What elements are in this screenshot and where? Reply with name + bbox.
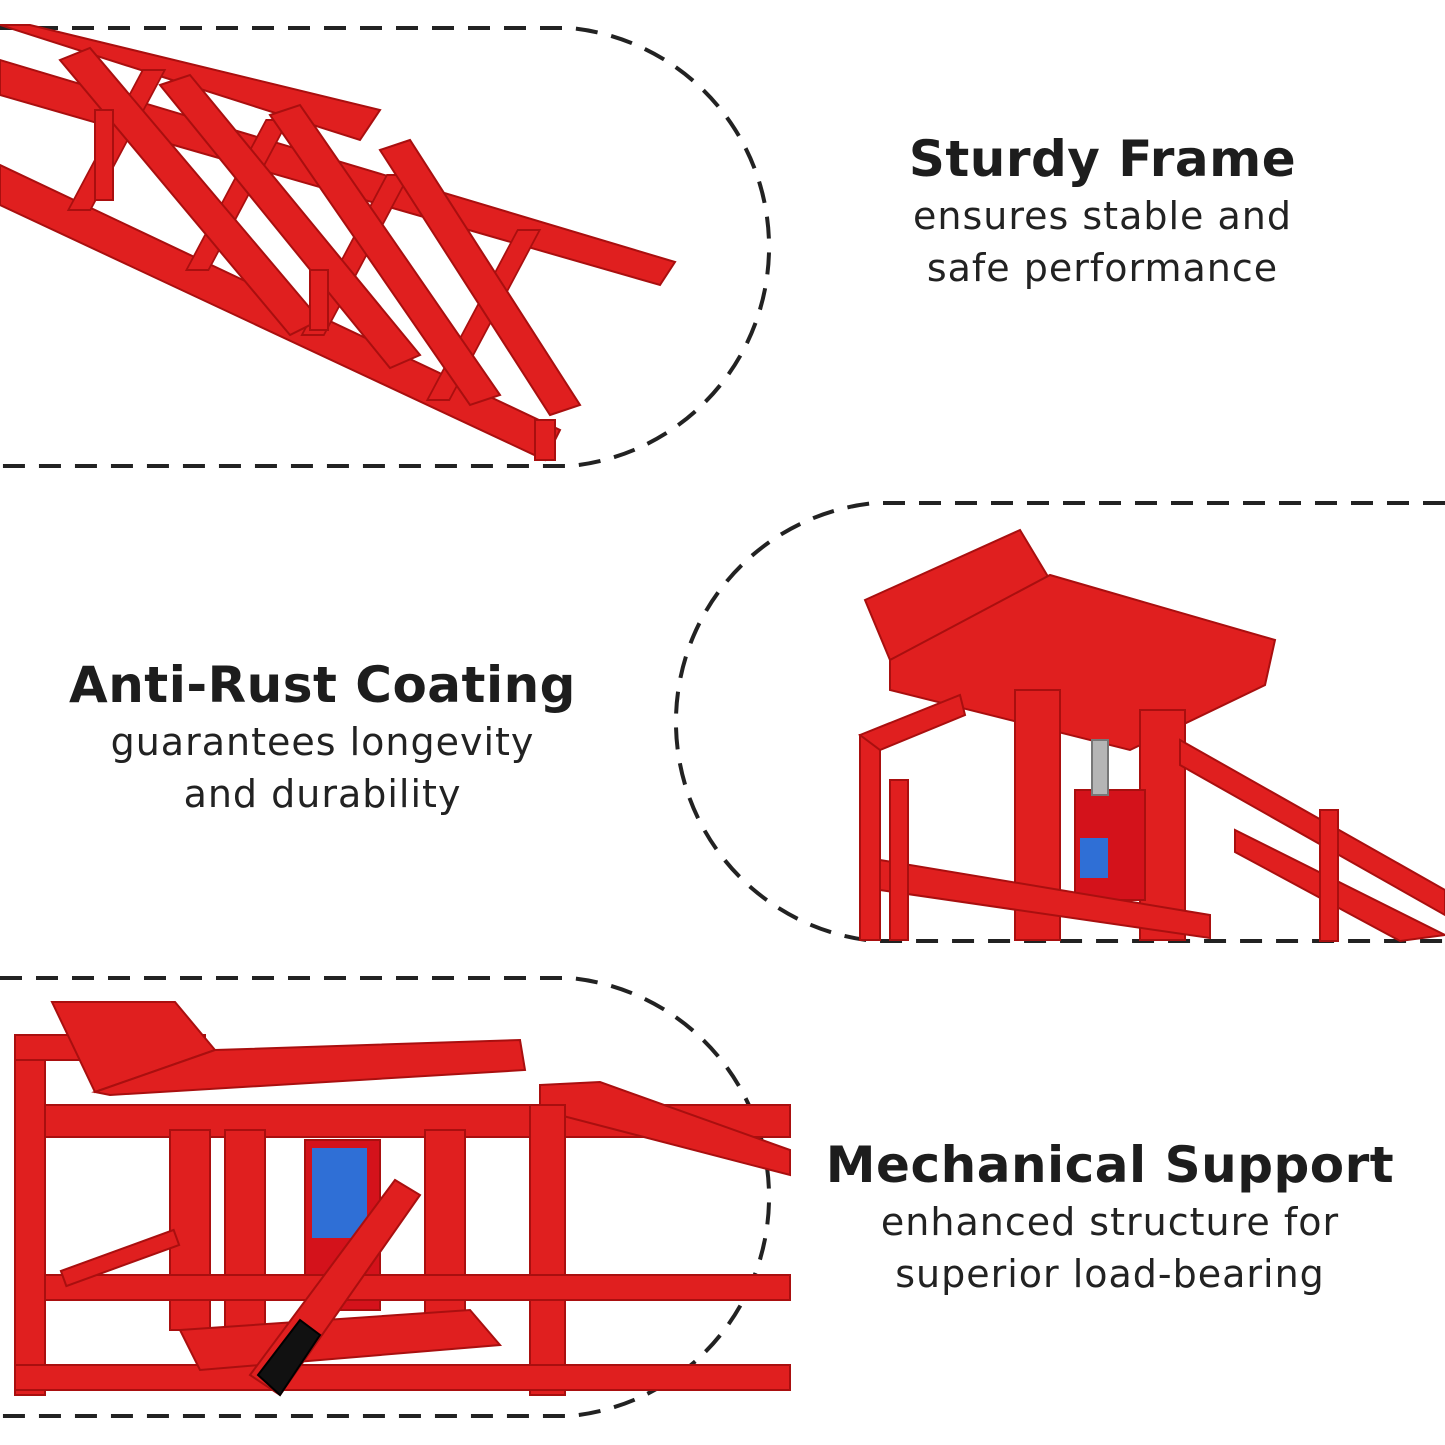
feature-title: Anti-Rust Coating (69, 656, 576, 714)
feature-description-line: ensures stable and (913, 194, 1292, 238)
feature-sturdy-frame: Sturdy Frame ensures stable and safe per… (880, 128, 1325, 294)
feature-description-line: and durability (183, 772, 462, 816)
feature-title: Sturdy Frame (908, 130, 1297, 188)
dashed-frame-middle (674, 501, 1445, 943)
feature-anti-rust-coating: Anti-Rust Coating guarantees longevity a… (60, 654, 585, 820)
dashed-frame-top (0, 26, 771, 468)
feature-title: Mechanical Support (825, 1136, 1395, 1194)
feature-description-line: guarantees longevity (110, 720, 535, 764)
feature-description-line: superior load-bearing (895, 1252, 1325, 1296)
feature-description-line: safe performance (926, 246, 1279, 290)
ramp-frame-illustration (0, 24, 677, 462)
feature-mechanical-support: Mechanical Support enhanced structure fo… (815, 1134, 1405, 1300)
lifted-platform-illustration (857, 528, 1445, 943)
hydraulic-jack-illustration (14, 1001, 791, 1397)
feature-description-line: enhanced structure for (880, 1200, 1340, 1244)
